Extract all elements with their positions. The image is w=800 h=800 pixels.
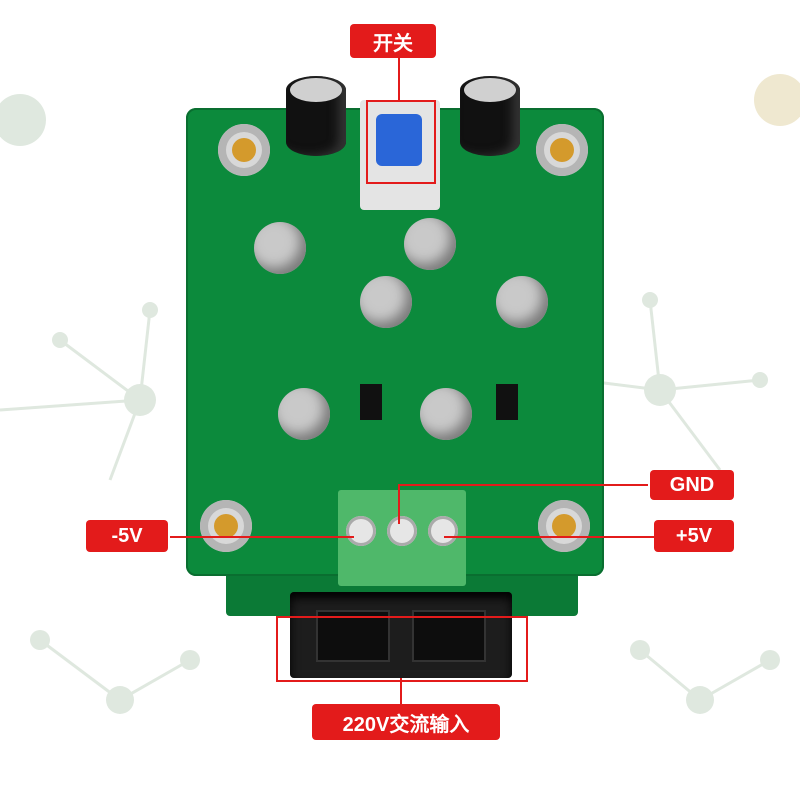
terminal-block: [338, 490, 466, 586]
terminal-screw-minus5v: [346, 516, 376, 546]
ac-leader-line: [400, 678, 402, 704]
plus5v-label: +5V: [654, 520, 734, 552]
gnd-leader-line-v: [398, 484, 400, 524]
smd-capacitor: [420, 388, 472, 440]
terminal-screw-plus5v: [428, 516, 458, 546]
mount-post-top-right: [536, 124, 588, 176]
socket-slot-right: [412, 610, 486, 662]
smd-capacitor: [404, 218, 456, 270]
ic-chip: [496, 384, 518, 420]
smd-capacitor: [360, 276, 412, 328]
gnd-leader-line-h: [398, 484, 648, 486]
mount-post-bottom-left: [200, 500, 252, 552]
mount-post-top-left: [218, 124, 270, 176]
smd-capacitor: [278, 388, 330, 440]
ac-socket: [290, 592, 512, 678]
ic-chip: [360, 384, 382, 420]
electrolytic-capacitor-right: [460, 76, 520, 156]
switch-highlight: [366, 100, 436, 184]
smd-capacitor: [254, 222, 306, 274]
plus5v-leader-line: [444, 536, 654, 538]
switch-label: 开关: [350, 24, 436, 58]
minus5v-label: -5V: [86, 520, 168, 552]
gnd-label: GND: [650, 470, 734, 500]
ac-input-label: 220V交流输入: [312, 704, 500, 740]
mount-post-bottom-right: [538, 500, 590, 552]
minus5v-leader-line: [170, 536, 354, 538]
switch-button[interactable]: [376, 114, 422, 166]
socket-slot-left: [316, 610, 390, 662]
terminal-screw-gnd: [387, 516, 417, 546]
switch-leader-line: [398, 54, 400, 100]
smd-capacitor: [496, 276, 548, 328]
electrolytic-capacitor-left: [286, 76, 346, 156]
power-switch[interactable]: [360, 100, 440, 210]
ac-input-highlight: [276, 616, 528, 682]
